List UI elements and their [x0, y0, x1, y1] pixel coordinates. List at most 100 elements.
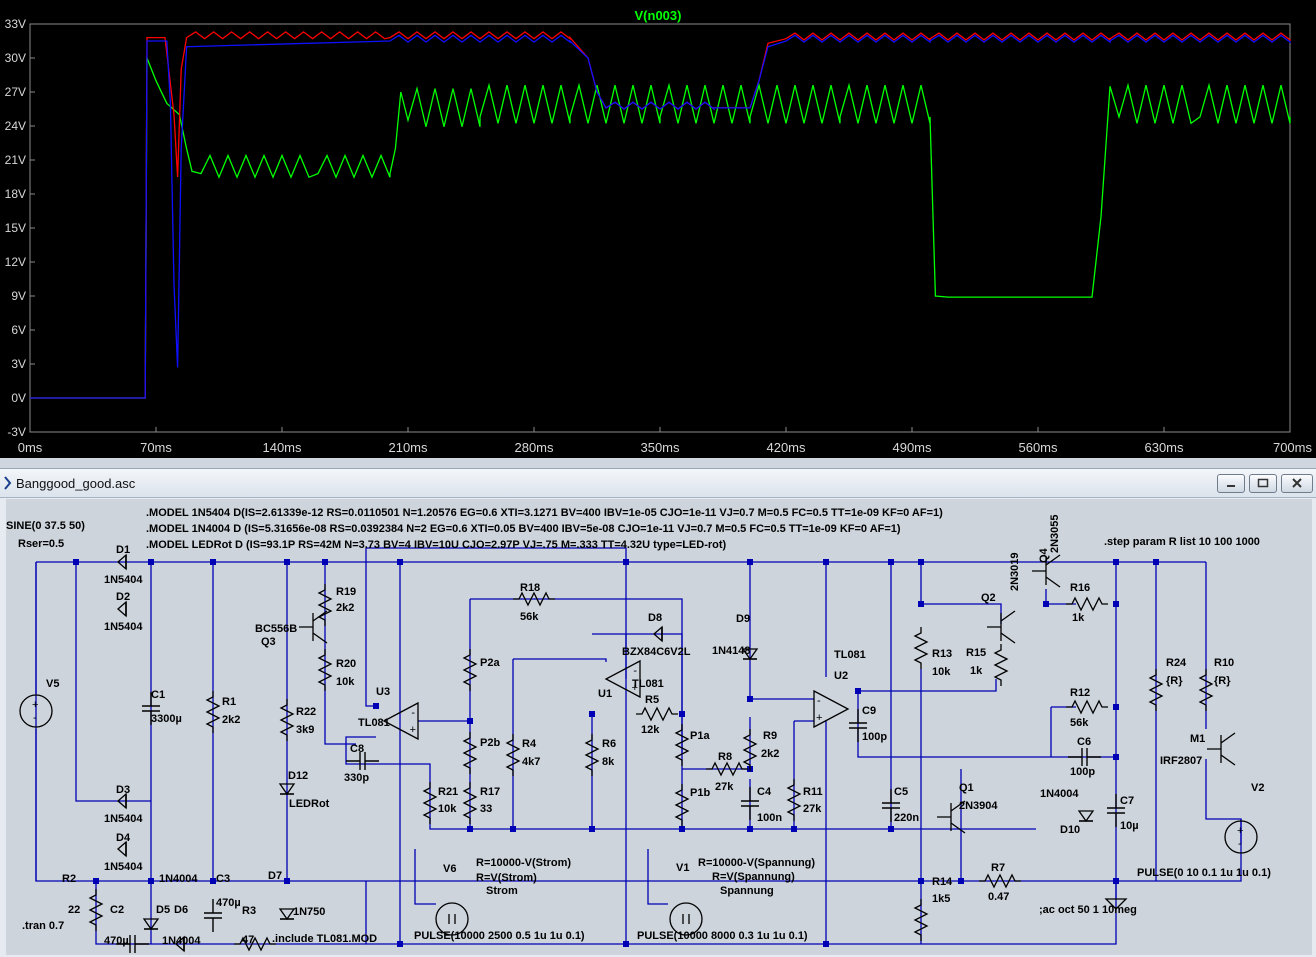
r1-value: 2k2 [222, 714, 240, 726]
r5-symbol[interactable] [635, 707, 679, 721]
x-tick-label: 350ms [640, 440, 680, 455]
trace-series-1 [30, 57, 1291, 399]
d7-symbol[interactable] [279, 908, 295, 920]
y-tick-label: 0V [11, 391, 26, 405]
d1-label: D1 [116, 544, 130, 556]
component-symbols[interactable] [19, 554, 1258, 954]
schematic-canvas[interactable]: -+ +- [6, 499, 1312, 955]
v1-expr-1: R=10000-V(Spannung) [698, 857, 815, 869]
r22-label: R22 [296, 706, 316, 718]
y-tick-label: 15V [5, 221, 26, 235]
c8-value: 330p [344, 772, 369, 784]
d7-value: 1N750 [293, 906, 325, 918]
p1b-label: P1b [690, 787, 710, 799]
q3-label: Q3 [261, 636, 276, 648]
c9-value: 100p [862, 731, 887, 743]
schematic-app-icon [4, 476, 12, 490]
x-tick-label: 490ms [892, 440, 932, 455]
y-tick-label: 21V [5, 153, 26, 167]
trace-title[interactable]: V(n003) [635, 8, 682, 23]
c1-label: C1 [151, 689, 165, 701]
schematic-text: .MODEL 1N5404 D(IS=2.61339e-12 RS=0.0110… [6, 507, 1271, 947]
schematic-window[interactable]: Banggood_good.asc -+ +- [0, 468, 1316, 957]
y-tick-label: 6V [11, 323, 26, 337]
x-tick-label: 0ms [18, 440, 43, 455]
wire-network[interactable] [35, 547, 1242, 945]
plot-canvas[interactable]: V(n003) 33V30V27V24V21V18V15V12V9V6V3V0V… [0, 0, 1316, 458]
q1-label: Q1 [959, 782, 974, 794]
d5-value: 1N4004 [159, 873, 198, 885]
v5-rser[interactable]: Rser=0.5 [18, 538, 64, 550]
window-titlebar[interactable]: Banggood_good.asc [0, 469, 1316, 498]
v2-pulse[interactable]: PULSE(0 10 0.1 1u 1u 0.1) [1137, 867, 1271, 879]
r18-label: R18 [520, 582, 540, 594]
r20-value: 10k [336, 676, 355, 688]
r24-value: {R} [1166, 675, 1183, 687]
tran-directive[interactable]: .tran 0.7 [22, 920, 64, 932]
r15-symbol[interactable] [994, 643, 1008, 687]
model-ledrot-directive[interactable]: .MODEL LEDRot D (IS=93.1P RS=42M N=3.73 … [146, 539, 727, 551]
model-1n5404-directive[interactable]: .MODEL 1N5404 D(IS=2.61339e-12 RS=0.0110… [146, 507, 943, 519]
d9-label: D9 [736, 613, 750, 625]
minimize-icon [1227, 485, 1235, 487]
v6-expr-1: R=10000-V(Strom) [476, 857, 571, 869]
m1-label: M1 [1190, 733, 1205, 745]
maximize-button[interactable] [1249, 474, 1277, 493]
r16-symbol[interactable] [1065, 597, 1109, 611]
r1-label: R1 [222, 696, 236, 708]
r18-value: 56k [520, 611, 539, 623]
x-tick-label: 700ms [1273, 440, 1313, 455]
c6-value: 100p [1070, 766, 1095, 778]
c5-label: C5 [894, 786, 908, 798]
u2-value: TL081 [834, 649, 866, 661]
minimize-button[interactable] [1217, 474, 1245, 493]
r3-value: 47 [242, 934, 254, 946]
d10-symbol[interactable] [1078, 810, 1094, 822]
wire-junctions [73, 559, 1159, 947]
x-tick-label: 560ms [1018, 440, 1058, 455]
r4-label: R4 [522, 738, 537, 750]
y-tick-label: 3V [11, 357, 26, 371]
d4-symbol[interactable] [117, 841, 127, 857]
v5-label[interactable]: V5 [46, 678, 59, 690]
q2-symbol[interactable] [986, 610, 1016, 644]
ground-icon [1104, 898, 1128, 910]
r5-label: R5 [645, 694, 659, 706]
c7-label: C7 [1120, 795, 1134, 807]
x-tick-label: 280ms [514, 440, 554, 455]
d7-label: D7 [268, 870, 282, 882]
c5-value: 220n [894, 812, 919, 824]
step-directive[interactable]: .step param R list 10 100 1000 [1104, 536, 1260, 548]
c2-value: 470µ [104, 935, 129, 947]
y-tick-label: 24V [5, 119, 26, 133]
plot-frame [29, 23, 1291, 433]
r12-symbol[interactable] [1065, 700, 1109, 714]
v1-net: Spannung [720, 885, 774, 897]
d8-value: BZX84C6V2L [622, 646, 691, 658]
q3-model: BC556B [255, 623, 297, 635]
r13-symbol[interactable] [914, 626, 928, 670]
d6-value: 1N4004 [162, 935, 201, 947]
include-directive[interactable]: .include TL081.MOD [272, 933, 377, 945]
p2a-label: P2a [480, 657, 500, 669]
trace-lines [30, 31, 1291, 399]
close-button[interactable] [1281, 474, 1313, 493]
r11-value: 27k [803, 803, 822, 815]
r16-label: R16 [1070, 582, 1090, 594]
q1-value: 2N3904 [959, 800, 998, 812]
m1-symbol[interactable] [1206, 732, 1236, 766]
ac-comment[interactable]: ;ac oct 50 1 10meg [1039, 904, 1137, 916]
d2-symbol[interactable] [117, 601, 127, 617]
y-tick-label: 27V [5, 85, 26, 99]
schematic-drawing[interactable]: -+ +- [6, 499, 1312, 955]
v1-pulse[interactable]: PULSE(10000 8000 0.3 1u 1u 0.1) [637, 930, 808, 942]
c4-value: 100n [757, 812, 782, 824]
u2-symbol[interactable] [813, 690, 849, 728]
v1-label: V1 [676, 862, 689, 874]
r12-value: 56k [1070, 717, 1089, 729]
v5-value[interactable]: SINE(0 37.5 50) [6, 520, 85, 532]
model-1n4004-directive[interactable]: .MODEL 1N4004 D (IS=5.31656e-08 RS=0.039… [146, 523, 901, 535]
v6-pulse[interactable]: PULSE(10000 2500 0.5 1u 1u 0.1) [414, 930, 585, 942]
